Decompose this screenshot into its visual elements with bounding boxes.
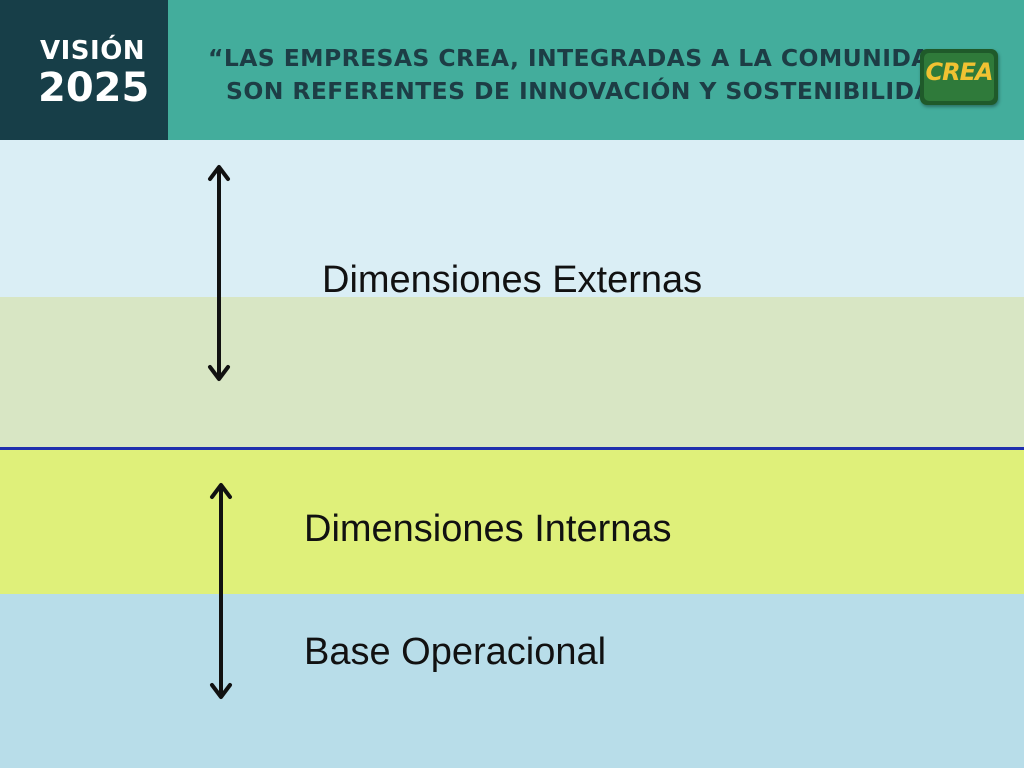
divider-line xyxy=(0,447,1024,450)
double-arrow-vertical-icon xyxy=(210,483,232,699)
crea-logo-inner xyxy=(924,53,994,101)
crea-logo-text: CREA xyxy=(925,58,993,86)
vision-badge: VISIÓN 2025 xyxy=(0,0,168,140)
base-operational-label: Base Operacional xyxy=(304,631,607,673)
external-band-top xyxy=(0,140,1024,297)
internal-dimensions-label: Dimensiones Internas xyxy=(304,508,672,550)
slogan: “LAS EMPRESAS CREA, INTEGRADAS A LA COMU… xyxy=(208,42,969,108)
slogan-line-1: “LAS EMPRESAS CREA, INTEGRADAS A LA COMU… xyxy=(208,44,960,72)
vision-year: 2025 xyxy=(38,65,150,111)
internal-band xyxy=(0,450,1024,594)
double-arrow-vertical-icon xyxy=(208,165,230,381)
slogan-line-2: SON REFERENTES DE INNOVACIÓN Y SOSTENIBI… xyxy=(226,77,969,105)
crea-logo: CREA xyxy=(920,49,998,105)
header-banner: VISIÓN 2025 “LAS EMPRESAS CREA, INTEGRAD… xyxy=(0,0,1024,140)
external-band-bottom xyxy=(0,297,1024,448)
external-dimensions-label: Dimensiones Externas xyxy=(322,259,703,301)
base-band xyxy=(0,594,1024,768)
vision-word: VISIÓN xyxy=(40,36,146,66)
